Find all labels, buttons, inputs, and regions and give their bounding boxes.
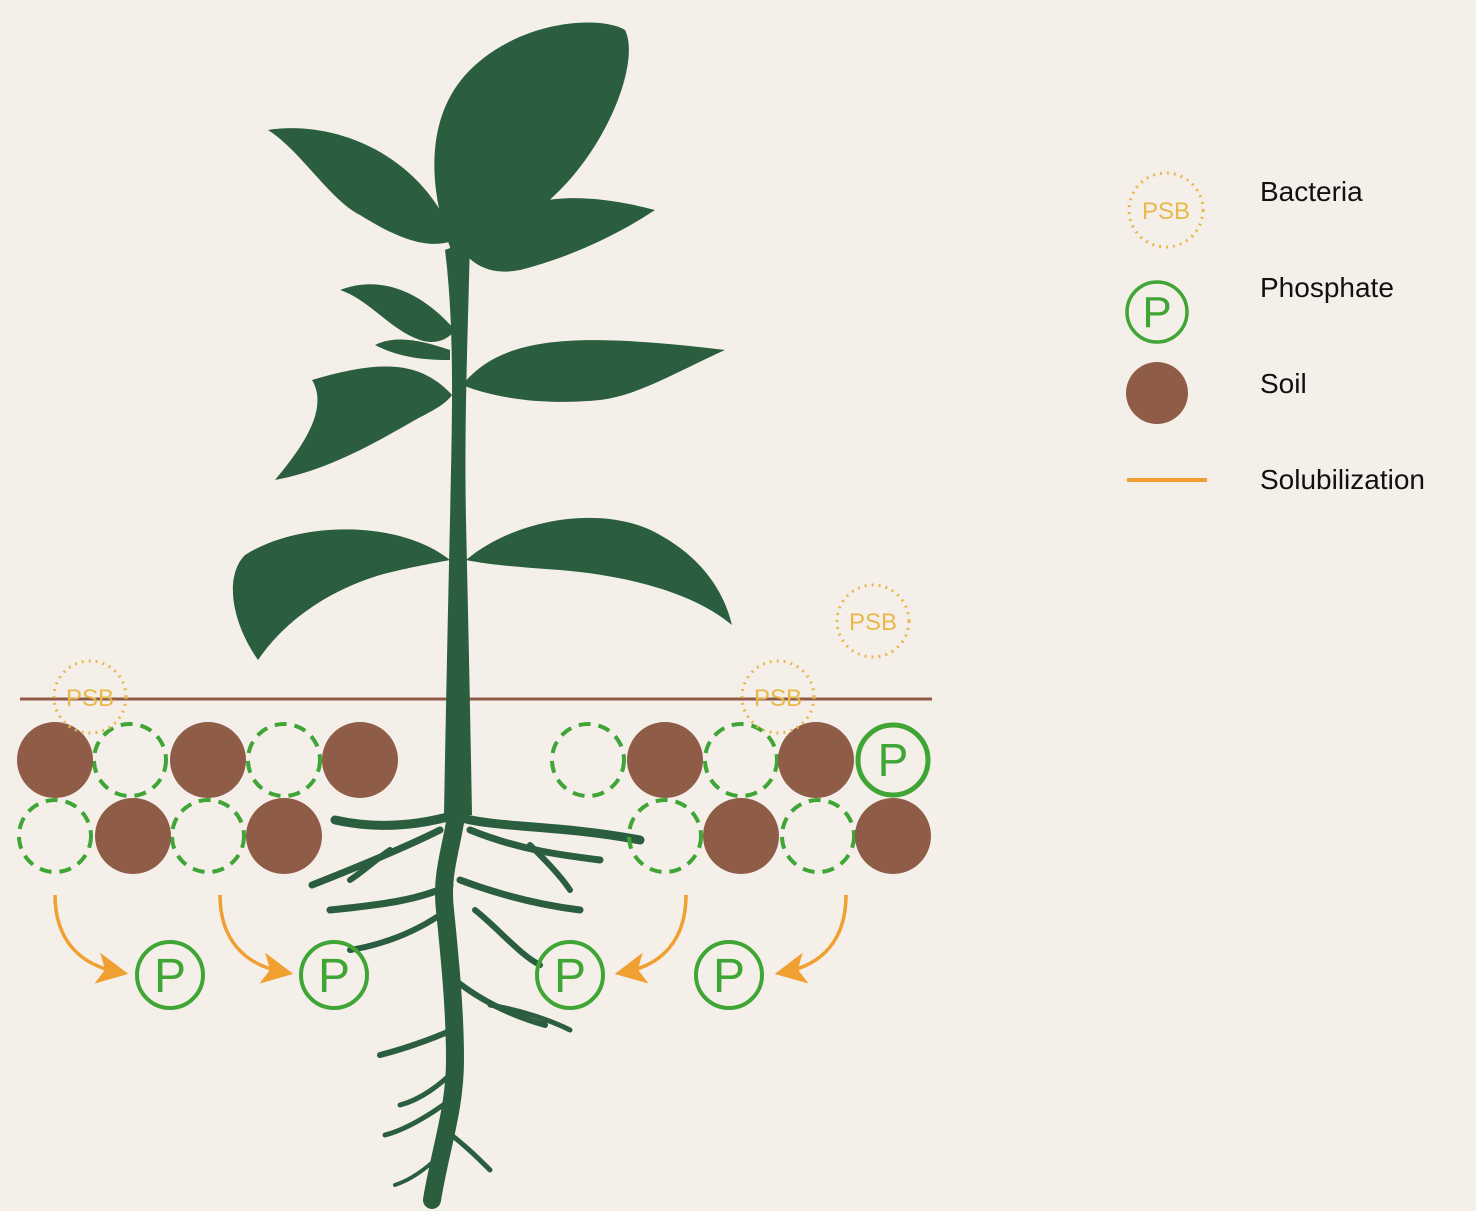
phosphate-label: P [878,734,909,786]
bound-phosphate: P [858,725,928,795]
soil-particle [778,722,854,798]
svg-text:P: P [318,950,350,1003]
legend-label-solubilization: Solubilization [1260,464,1425,496]
empty-phosphate-site [552,724,624,796]
plant-shoot [233,23,732,815]
soil-particle [627,722,703,798]
bacteria-psb: PSB [837,585,909,657]
phosphate: P [137,942,203,1008]
legend-phosphate-symbol: P [1127,282,1187,342]
empty-phosphate-site [248,724,320,796]
svg-text:P: P [713,950,745,1003]
empty-phosphate-site [172,800,244,872]
empty-phosphate-site [705,724,777,796]
legend-label-bacteria: Bacteria [1260,176,1363,208]
soil-particles [17,722,931,874]
bacteria-group: PSB PSB PSB [54,585,909,733]
solubilization-arrow [785,895,846,972]
svg-text:P: P [1142,288,1171,337]
svg-text:PSB: PSB [1142,198,1190,225]
svg-text:P: P [154,950,186,1003]
soil-particle [855,798,931,874]
svg-text:PSB: PSB [754,685,802,712]
solubilization-arrow [220,895,283,972]
legend-label-phosphate: Phosphate [1260,272,1394,304]
soil-particle [246,798,322,874]
empty-phosphate-site [94,724,166,796]
phosphate: P [696,942,762,1008]
soil-particle [95,798,171,874]
phosphate: P [301,942,367,1008]
legend-label-soil: Soil [1260,368,1307,400]
legend-bacteria-symbol: PSB [1129,173,1203,247]
svg-text:P: P [554,950,586,1003]
bacteria-psb: PSB [54,661,126,733]
phosphate: P [537,942,603,1008]
soil-particle [703,798,779,874]
legend-soil-symbol [1126,362,1188,424]
soil-particle [322,722,398,798]
legend: PSB P [1126,173,1207,480]
svg-text:PSB: PSB [849,609,897,636]
empty-phosphate-site [782,800,854,872]
solubilization-arrow [55,895,118,972]
empty-phosphate-site [19,800,91,872]
solubilization-arrow [625,895,686,972]
soil-particle [170,722,246,798]
svg-text:PSB: PSB [66,685,114,712]
bacteria-psb: PSB [742,661,814,733]
